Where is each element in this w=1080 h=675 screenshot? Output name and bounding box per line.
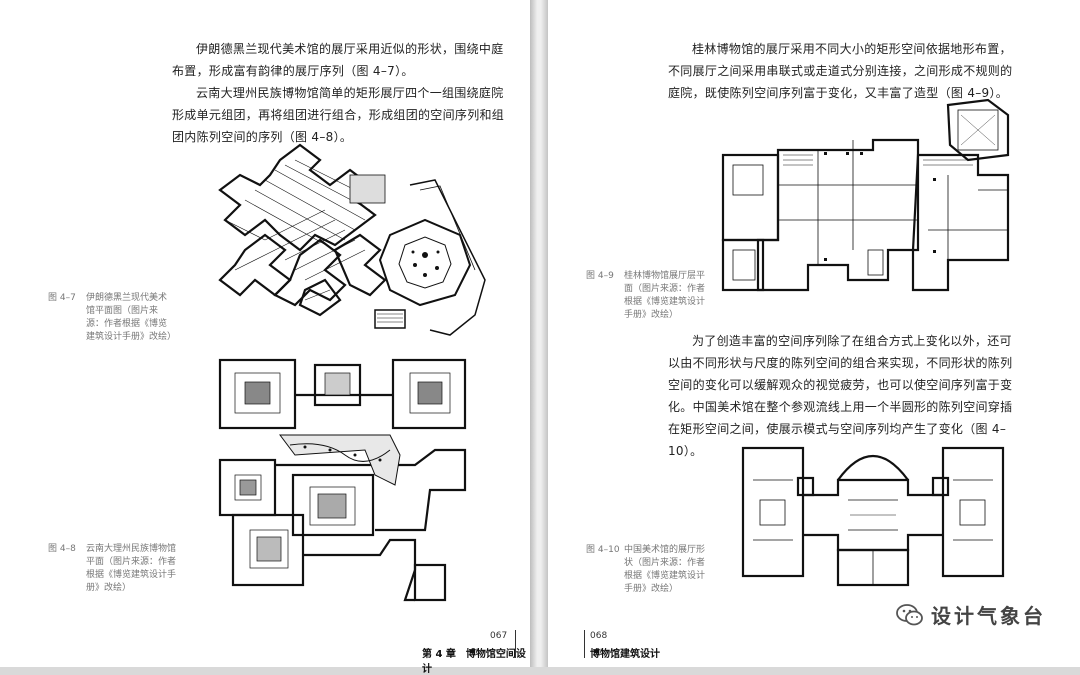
right-paragraph-1: 桂林博物馆的展厅采用不同大小的矩形空间依据地形布置，不同展厅之间采用串联式或走道… (668, 42, 1013, 100)
plan-tehran-museum (218, 143, 486, 336)
book-gutter (530, 0, 548, 667)
caption-text: 桂林博物馆展厅层平面（图片来源：作者根据《博览建筑设计手册》改绘） (624, 271, 706, 320)
page-number: 067 (490, 631, 508, 641)
plan-dali-museum (218, 358, 467, 602)
plan-guilin-museum (721, 98, 1010, 292)
caption-number: 图 4–10 (586, 545, 620, 555)
caption-number: 图 4–7 (48, 293, 76, 303)
caption-number: 图 4–8 (48, 544, 76, 554)
wechat-icon (896, 603, 923, 625)
chapter-title: 第 4 章 博物馆空间设计 (422, 649, 526, 675)
footer-rule (515, 630, 516, 658)
right-page: 桂林博物馆的展厅采用不同大小的矩形空间依据地形布置，不同展厅之间采用串联式或走道… (548, 0, 1080, 667)
watermark: 设计气象台 (895, 600, 1046, 629)
caption-text: 中国美术馆的展厅形状（图片来源：作者根据《博览建筑设计手册》改绘） (624, 545, 706, 594)
caption-number: 图 4–9 (586, 271, 614, 281)
footer-rule (584, 630, 585, 658)
caption-fig-4-10: 图 4–10 中国美术馆的展厅形状（图片来源：作者根据《博览建筑设计手册》改绘） (586, 544, 726, 604)
page-number: 068 (590, 631, 608, 641)
caption-text: 云南大理州民族博物馆平面（图片来源：作者根据《博览建筑设计手册》改绘） (86, 544, 177, 593)
caption-fig-4-8: 图 4–8 云南大理州民族博物馆平面（图片来源：作者根据《博览建筑设计手册》改绘… (48, 543, 188, 603)
book-title: 博物馆建筑设计 (590, 649, 660, 660)
caption-fig-4-9: 图 4–9 桂林博物馆展厅层平面（图片来源：作者根据《博览建筑设计手册》改绘） (586, 270, 716, 330)
left-paragraph-1: 伊朗德黑兰现代美术馆的展厅采用近似的形状，围绕中庭布置，形成富有韵律的展厅序列（… (172, 42, 504, 78)
watermark-text: 设计气象台 (931, 604, 1046, 628)
plan-national-art-museum (741, 446, 1005, 587)
left-page: 伊朗德黑兰现代美术馆的展厅采用近似的形状，围绕中庭布置，形成富有韵律的展厅序列（… (0, 0, 530, 675)
left-paragraph-2: 云南大理州民族博物馆简单的矩形展厅四个一组围绕庭院形成单元组团，再将组团进行组合… (172, 86, 505, 144)
right-paragraph-2: 为了创造丰富的空间序列除了在组合方式上变化以外，还可以由不同形状与尺度的陈列空间… (668, 334, 1013, 458)
caption-fig-4-7: 图 4–7 伊朗德黑兰现代美术馆平面图（图片来源：作者根据《博览建筑设计手册》改… (48, 292, 178, 352)
caption-text: 伊朗德黑兰现代美术馆平面图（图片来源：作者根据《博览建筑设计手册》改绘） (86, 293, 177, 342)
